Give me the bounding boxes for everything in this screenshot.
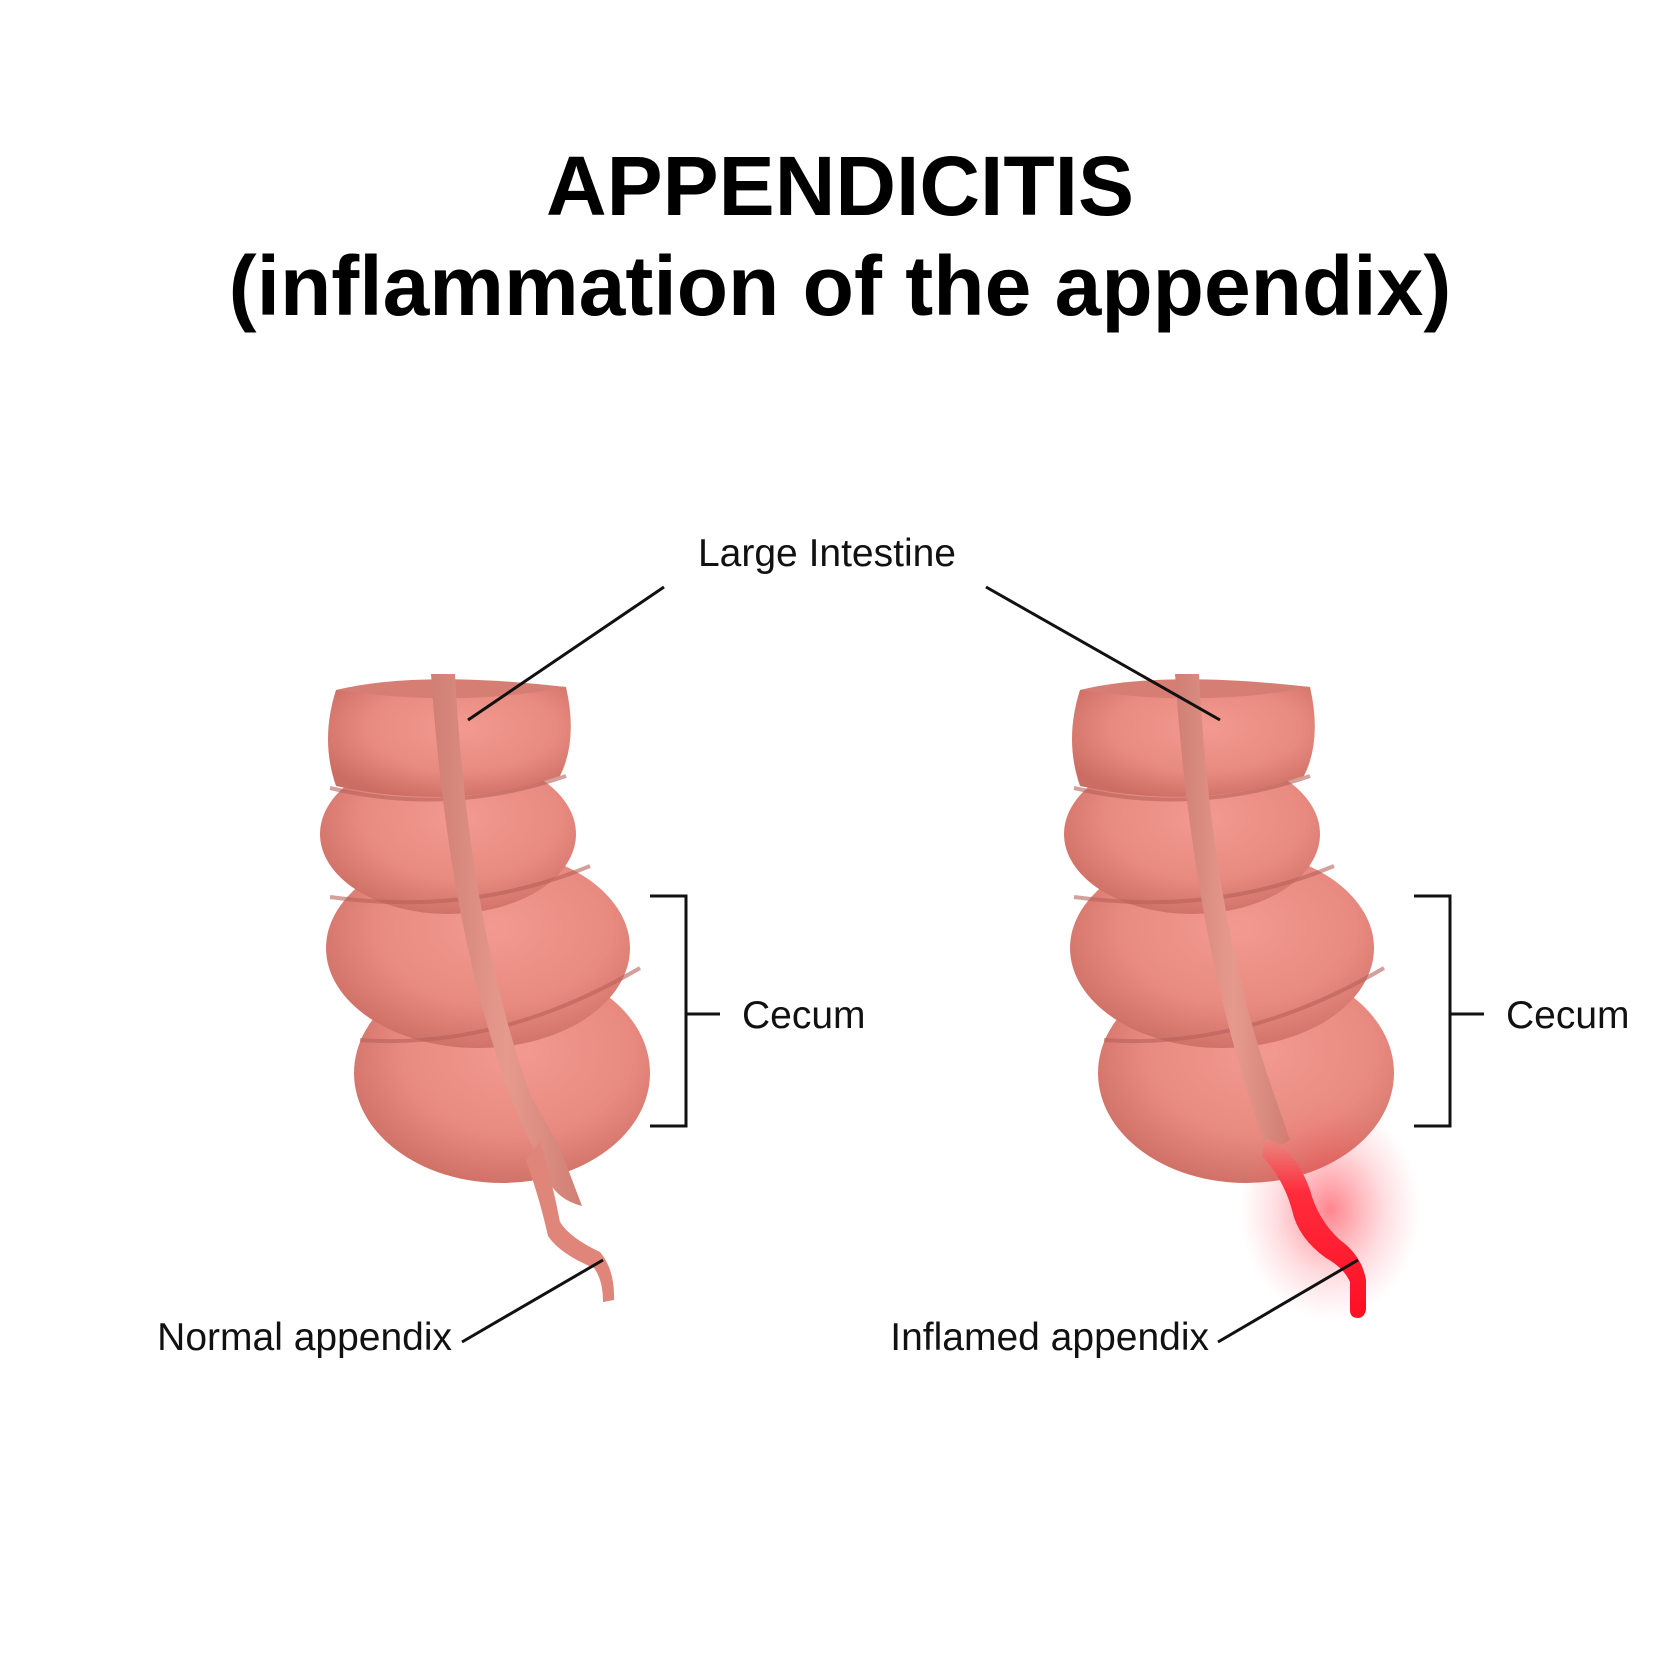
inflamed-large-intestine [1064,674,1420,1320]
title-main: APPENDICITIS [545,139,1135,233]
label-large-intestine: Large Intestine [698,532,956,575]
inflammation-glow [1240,1100,1420,1320]
leader-normal-appendix [461,1258,604,1344]
label-cecum-left: Cecum [742,994,866,1037]
taenia-band [431,674,582,1206]
leader-large-intestine-right [985,585,1221,722]
leader-large-intestine-left [467,585,665,722]
title-subtitle: (inflammation of the appendix) [228,239,1452,333]
taenia-band-right [1175,674,1290,1145]
label-inflamed-appendix: Inflamed appendix [890,1316,1209,1359]
leader-inflamed-appendix [1217,1258,1359,1344]
label-cecum-right: Cecum [1506,994,1630,1037]
inflamed-appendix [1262,1138,1366,1318]
bracket-cecum-left [650,894,688,1128]
normal-appendix [526,1142,615,1302]
label-normal-appendix: Normal appendix [157,1316,452,1359]
bracket-cecum-right [1414,894,1452,1128]
normal-large-intestine [320,674,650,1302]
